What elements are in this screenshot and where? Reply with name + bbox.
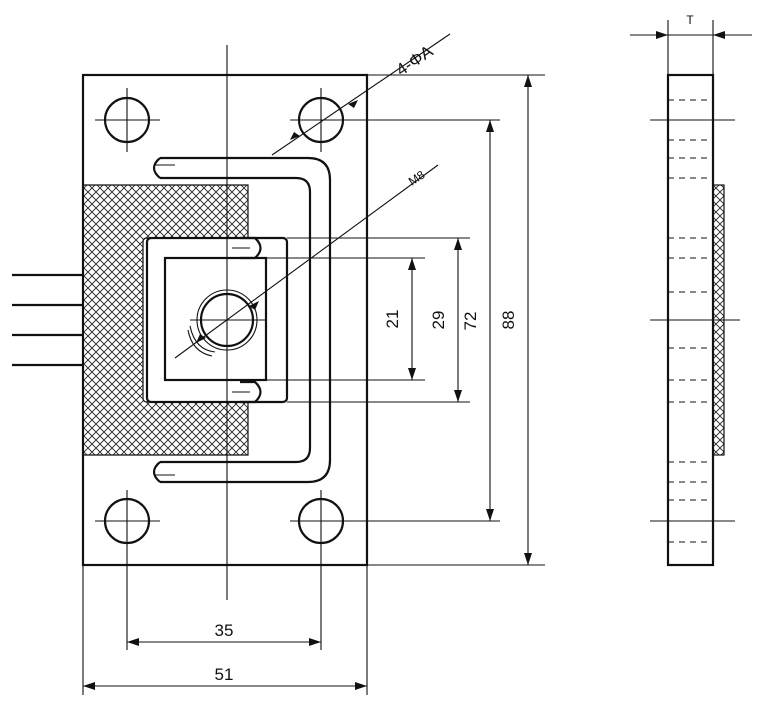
svg-text:88: 88 xyxy=(499,311,518,330)
hidden-lines xyxy=(668,99,713,543)
front-view: 4-ΦA M8 21 xyxy=(12,33,545,695)
hole-callout-leader: 4-ΦA xyxy=(271,33,451,156)
dimension-29: 29 xyxy=(429,238,462,402)
dimension-35: 35 xyxy=(127,621,321,646)
svg-text:29: 29 xyxy=(429,311,448,330)
dimension-72: 72 xyxy=(461,120,494,521)
outer-u-slot xyxy=(160,156,332,484)
inner-window xyxy=(145,236,289,404)
svg-text:T: T xyxy=(686,13,694,27)
outer-u-slot-inner xyxy=(160,176,312,464)
center-lines xyxy=(95,45,500,650)
plate-outline xyxy=(81,73,369,567)
thread-callout-label: M8 xyxy=(406,167,428,188)
dimension-21: 21 xyxy=(383,258,416,380)
strain-gauge-area xyxy=(82,184,249,456)
svg-text:35: 35 xyxy=(215,621,234,640)
svg-text:72: 72 xyxy=(461,312,480,331)
side-center-lines xyxy=(650,119,740,522)
lead-wires xyxy=(12,273,83,367)
side-view: T xyxy=(630,13,752,567)
extension-lines xyxy=(82,74,545,695)
svg-text:51: 51 xyxy=(215,665,234,684)
inner-window-core xyxy=(163,256,268,382)
dimension-thickness: T xyxy=(630,13,752,75)
svg-text:21: 21 xyxy=(383,310,402,329)
dimension-51: 51 xyxy=(83,665,367,690)
dimension-88: 88 xyxy=(499,75,532,565)
